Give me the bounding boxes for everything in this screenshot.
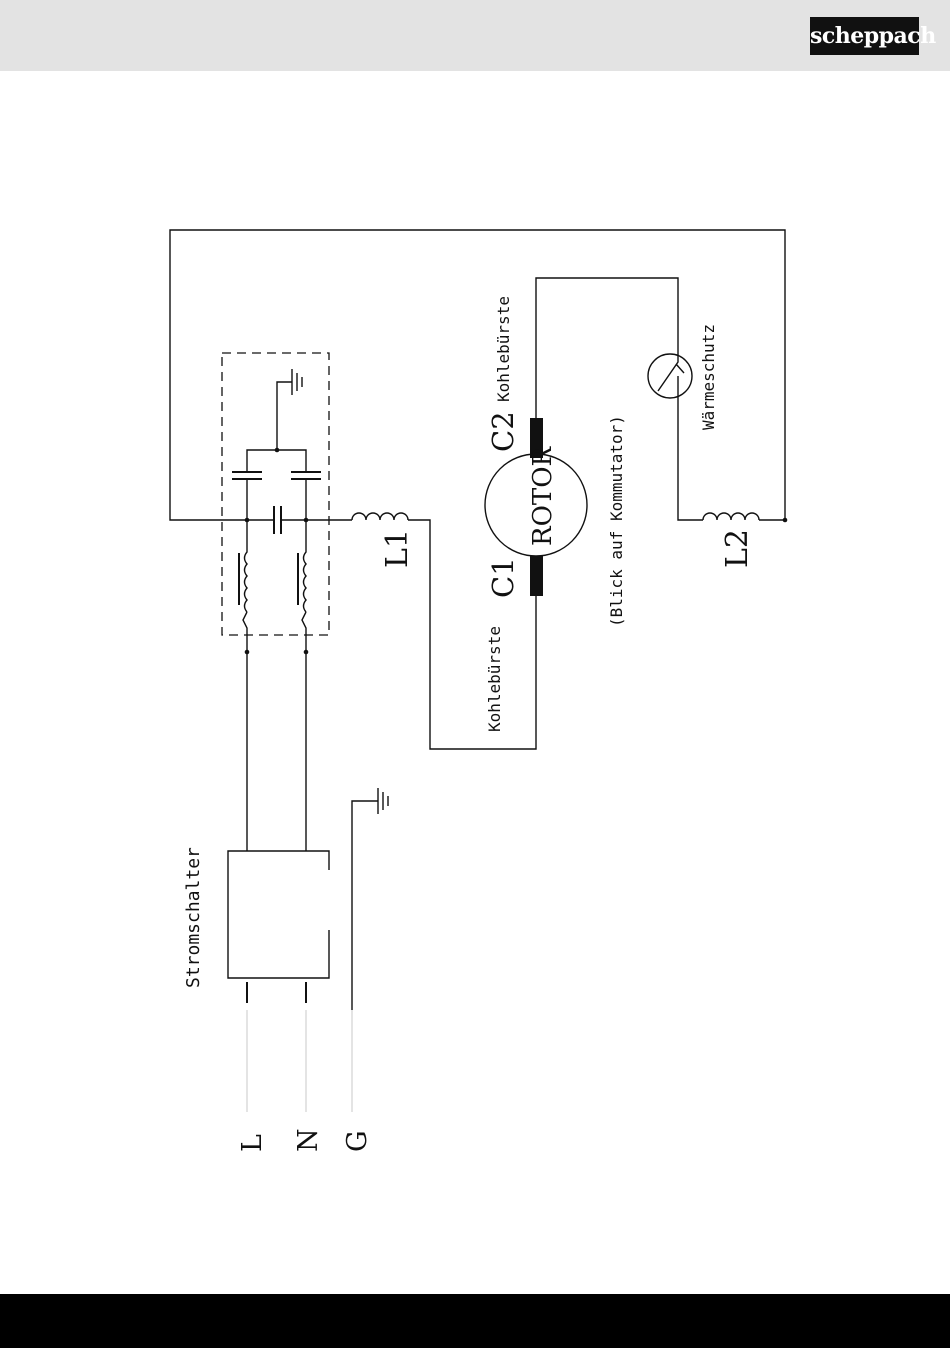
brush-label-upper: Kohlebürste xyxy=(494,296,513,402)
thermal-label: Wärmeschutz xyxy=(699,324,718,430)
rotor-label: ROTOR xyxy=(528,445,558,546)
terminal-l-label: L xyxy=(237,1134,268,1152)
power-switch xyxy=(228,851,329,1003)
footer-band xyxy=(0,1294,950,1348)
suppression-filter xyxy=(222,353,329,654)
ground-wire xyxy=(352,788,388,1010)
brush-c1 xyxy=(530,556,543,596)
commutator-note: (Blick auf Kommutator) xyxy=(607,415,626,627)
field-coil-l2: L2 xyxy=(678,400,785,568)
motor: ROTOR C1 C2 Kohlebürste Kohlebürste (Bli… xyxy=(485,296,626,732)
brush-c2-label: C2 xyxy=(486,411,520,452)
thermal-protector: Wärmeschutz xyxy=(648,324,718,430)
switch-label: Stromschalter xyxy=(183,847,204,988)
brush-label-lower: Kohlebürste xyxy=(485,626,504,732)
outer-loop-wire xyxy=(170,230,785,520)
terminal-n-label: N xyxy=(293,1128,324,1152)
terminal-g-label: G xyxy=(342,1130,373,1152)
coil-l1-label: L1 xyxy=(380,529,415,568)
coil-l2-label: L2 xyxy=(720,529,755,568)
brush-c1-label: C1 xyxy=(486,557,520,598)
mains-leads xyxy=(247,1010,352,1112)
wire-c2-thermal xyxy=(536,278,678,418)
